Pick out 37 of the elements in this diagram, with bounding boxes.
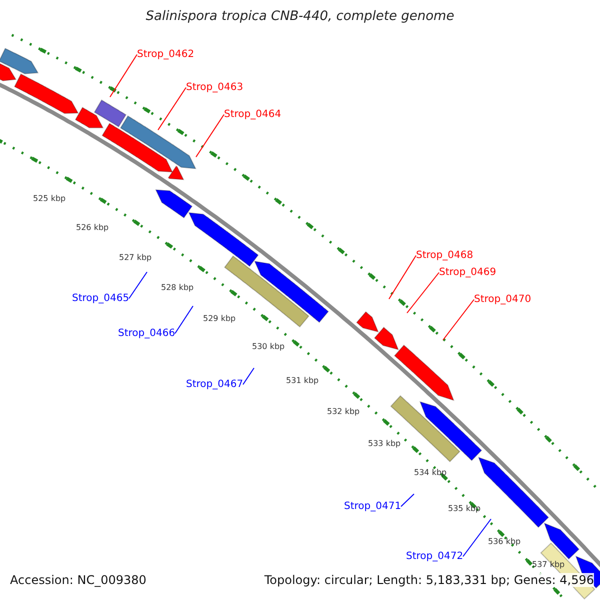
leader-line: [406, 272, 440, 314]
leader-line: [174, 306, 194, 334]
gene-label: Strop_0465: [72, 293, 130, 304]
gene-label: Strop_0471: [344, 501, 402, 512]
leader-line: [388, 255, 416, 300]
scale-label: 525 kbp: [33, 194, 66, 203]
scale-label: 537 kbp: [532, 560, 565, 569]
map-title: Salinispora tropica CNB-440, complete genome: [146, 9, 454, 24]
scale-label: 527 kbp: [119, 253, 152, 262]
gene-label: Strop_0469: [439, 267, 496, 278]
leader-line: [462, 518, 492, 557]
leader-line: [196, 114, 224, 158]
gene-label: Strop_0472: [406, 551, 464, 562]
scale-label: 526 kbp: [76, 223, 109, 232]
leader-line: [242, 368, 254, 385]
leader-line: [128, 272, 148, 299]
scale-label: 528 kbp: [161, 283, 194, 292]
leader-line: [110, 54, 138, 98]
scale-label: 536 kbp: [488, 537, 521, 546]
scale-label: 532 kbp: [327, 407, 360, 416]
gene-label: Strop_0466: [118, 328, 176, 339]
footer-text: Accession: NC_009380: [10, 573, 146, 587]
gene-label: Strop_0467: [186, 379, 244, 390]
scale-label: 533 kbp: [368, 439, 401, 448]
gene-label: Strop_0468: [416, 250, 474, 261]
leader-line: [400, 494, 414, 507]
gene-label: Strop_0470: [474, 294, 532, 305]
gene-label: Strop_0463: [186, 82, 244, 93]
scale-label: 531 kbp: [286, 376, 319, 385]
leader-line: [158, 87, 186, 130]
gene-label: Strop_0462: [137, 49, 194, 60]
gene-label: Strop_0464: [224, 109, 282, 120]
scale-label: 534 kbp: [414, 468, 447, 477]
scale-label: 529 kbp: [203, 314, 236, 323]
leader-line: [442, 299, 474, 340]
footer-text: Topology: circular; Length: 5,183,331 bp; Genes: 4,596: [264, 573, 594, 587]
scale-label: 530 kbp: [252, 342, 285, 351]
